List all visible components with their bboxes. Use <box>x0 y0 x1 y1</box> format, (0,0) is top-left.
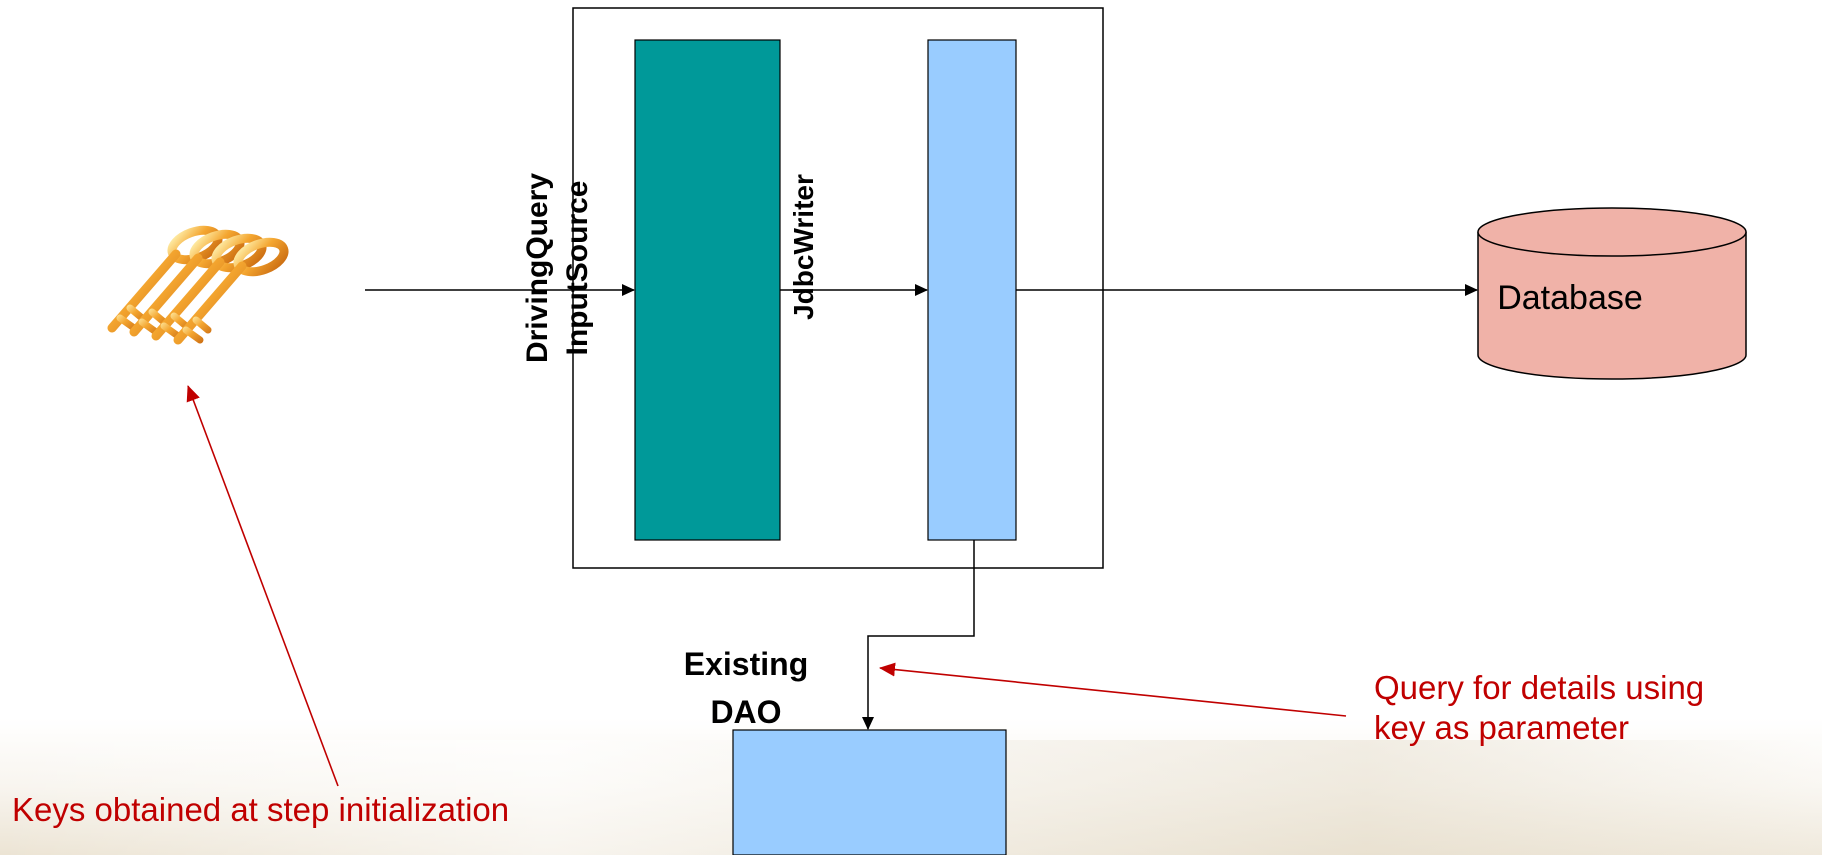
driving-query-box[interactable] <box>634 39 781 541</box>
annotation-arrow-query <box>879 662 1347 717</box>
arrow-jdbc-writer-to-dao <box>862 540 975 730</box>
jdbc-writer-box[interactable] <box>927 39 1017 541</box>
query-annotation-line2: key as parameter <box>1374 709 1629 746</box>
existing-dao-label-line2: DAO <box>710 694 782 730</box>
existing-dao-label: Existing DAO <box>626 640 866 740</box>
database-label: Database <box>1497 279 1643 317</box>
step-container <box>572 7 1104 569</box>
keys-annotation: Keys obtained at step initialization <box>12 791 510 828</box>
database-cylinder[interactable] <box>1477 207 1747 380</box>
query-annotation-line1: Query for details using <box>1374 669 1705 706</box>
keys-icon <box>107 225 289 345</box>
driving-query-label: DrivingQuery InputSource <box>496 98 620 438</box>
query-annotation: Query for details using key as parameter <box>1374 668 1814 748</box>
driving-query-label-line1: DrivingQuery <box>521 172 554 364</box>
existing-dao-box[interactable] <box>732 729 1007 855</box>
annotation-arrow-keys <box>186 385 339 787</box>
jdbc-writer-label: JdbcWriter <box>788 174 819 320</box>
existing-dao-label-line1: Existing <box>683 646 809 682</box>
driving-query-label-line2: InputSource <box>561 180 594 356</box>
